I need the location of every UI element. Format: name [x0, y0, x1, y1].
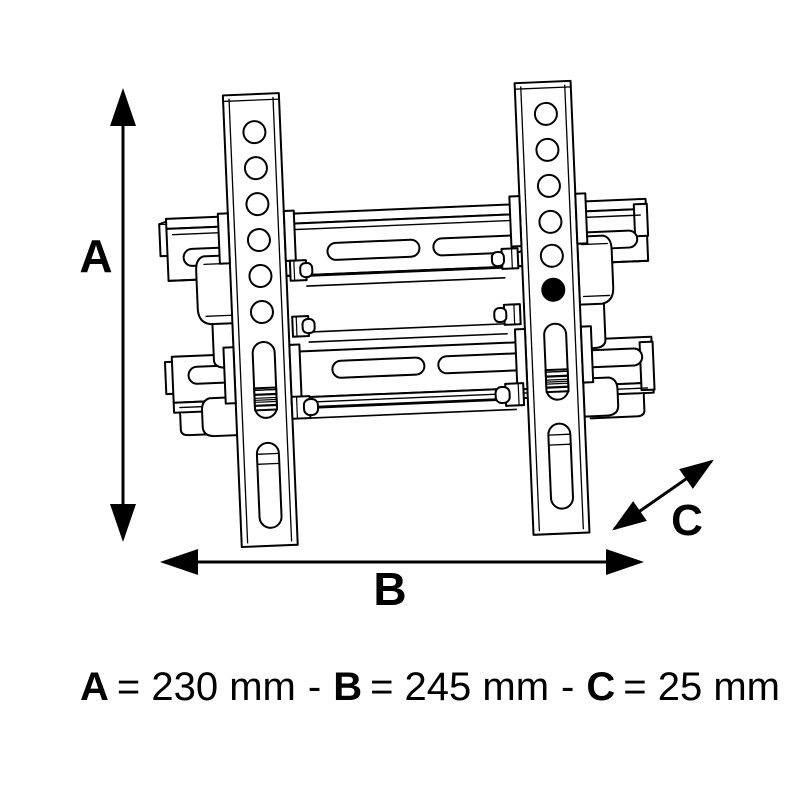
- caption-b-value: = 245 mm: [370, 665, 549, 709]
- bolt-mid-right: [493, 303, 522, 326]
- bolt-lower-right: [494, 382, 526, 407]
- right-tilt-bracket: [576, 234, 620, 418]
- dimension-a-label: A: [79, 230, 112, 282]
- right-rail-bottom-slot: [547, 422, 574, 510]
- dimension-b-arrow: [160, 549, 644, 575]
- bolt-upper-left: [288, 259, 314, 282]
- right-rail-mount-ears: [508, 192, 595, 391]
- bolt-mid-left: [291, 315, 316, 338]
- caption-a-label: A: [80, 665, 109, 709]
- right-vertical-rail: [513, 79, 591, 536]
- dimension-c-label: C: [671, 496, 703, 545]
- dimension-c-arrow: [612, 459, 714, 531]
- caption-a-value: = 230 mm: [117, 665, 296, 709]
- caption-b-label: B: [333, 665, 362, 709]
- threaded-shanks: [254, 370, 568, 407]
- caption-c-value: = 25 mm: [623, 665, 780, 709]
- bolt-assemblies: [288, 247, 526, 420]
- caption-c-label: C: [586, 665, 615, 709]
- left-rail-bottom-slot: [255, 441, 283, 529]
- bolt-upper-right: [490, 247, 520, 270]
- caption-separator-2: -: [561, 665, 574, 709]
- left-rail-holes: [242, 120, 274, 324]
- right-rail-holes: [533, 101, 566, 302]
- bolt-lower-left: [290, 395, 320, 420]
- dimension-b-label: B: [373, 563, 406, 615]
- caption-separator-1: -: [308, 665, 321, 709]
- dimension-caption: A= 230 mm-B= 245 mm-C= 25 mm: [80, 665, 780, 709]
- dimension-a-arrow: [110, 88, 136, 542]
- bracket-assembly: [158, 79, 656, 549]
- cross-tie-bars: [303, 267, 518, 420]
